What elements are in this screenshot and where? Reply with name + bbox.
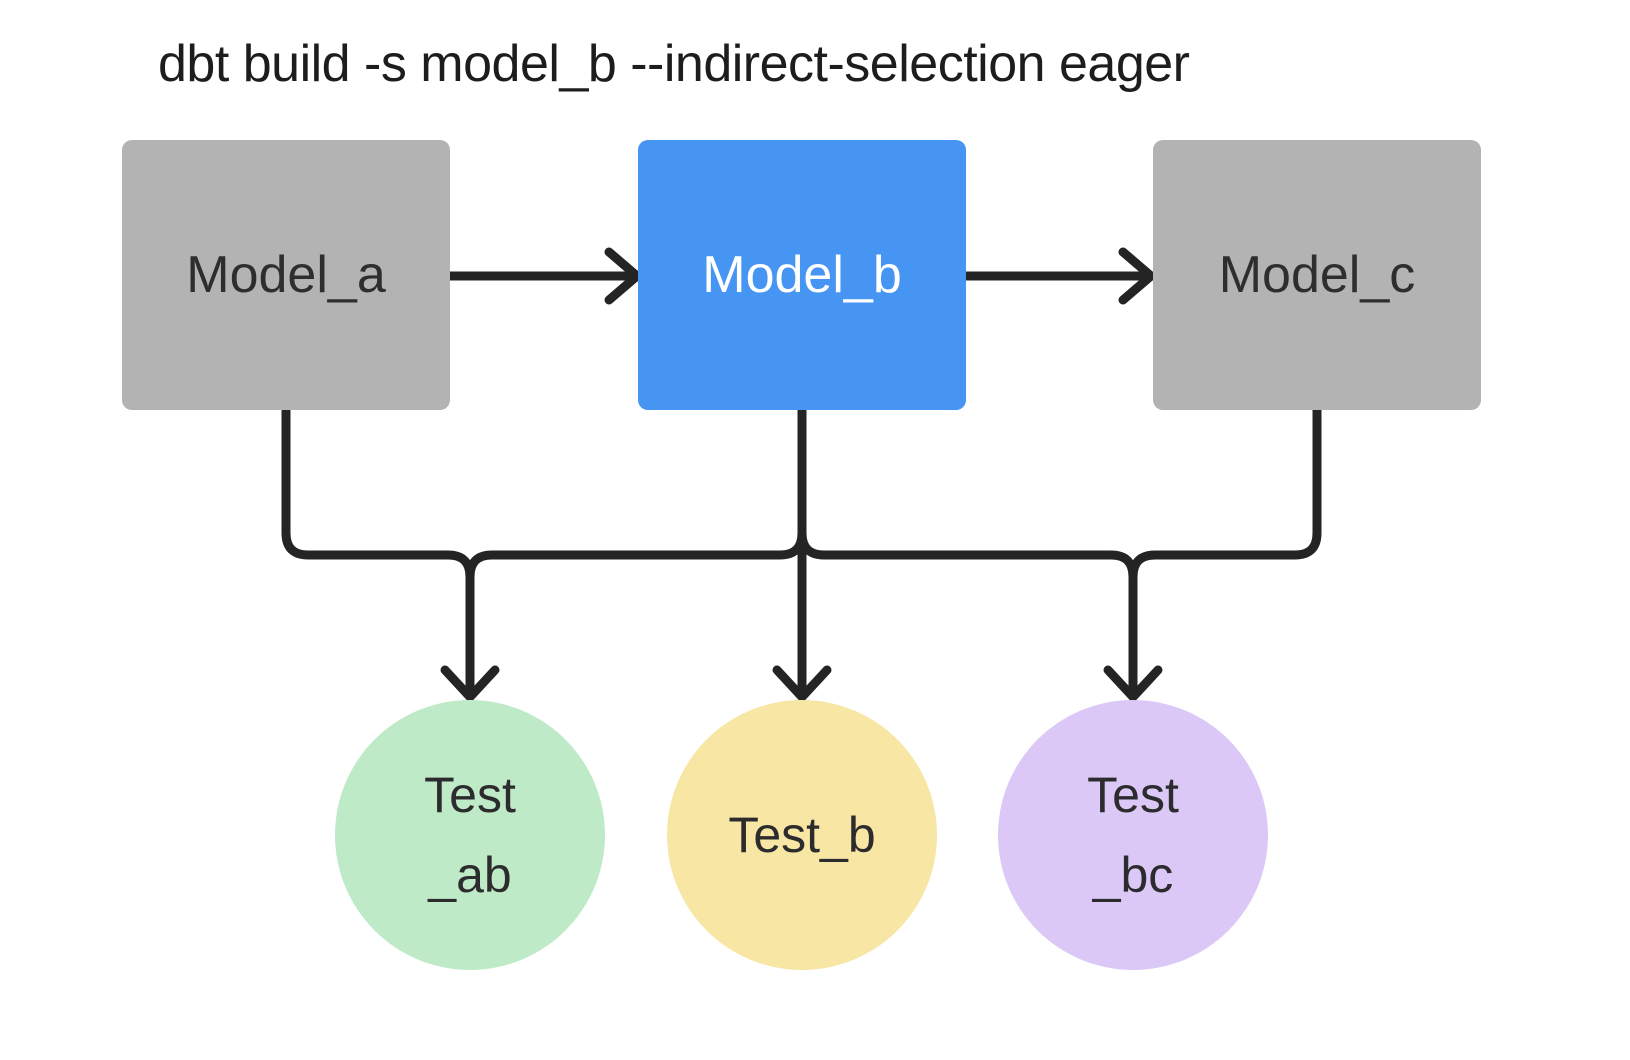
node-test-b-label: Test_b (728, 807, 876, 863)
connector-group (281, 247, 1322, 702)
arrowhead-test-ab-icon (440, 665, 500, 702)
node-test-bc-label-line1: Test (1087, 767, 1179, 823)
node-model-a: Model_a (122, 140, 450, 410)
diagram-title: dbt build -s model_b --indirect-selectio… (158, 35, 1190, 93)
arrowhead-model-b-icon (604, 247, 642, 305)
node-test-ab: Test _ab (335, 700, 605, 970)
arrowhead-model-c-icon (1118, 247, 1156, 305)
node-test-ab-label-line2: _ab (428, 847, 512, 903)
node-model-b-label: Model_b (702, 246, 902, 304)
node-test-bc: Test _bc (998, 700, 1268, 970)
node-test-bc-label-line2: _bc (1092, 847, 1174, 903)
arrowhead-test-b-icon (772, 665, 832, 702)
node-model-c-label: Model_c (1218, 246, 1416, 304)
edge-model-c-to-test-bc (1128, 405, 1322, 693)
node-model-b: Model_b (638, 140, 966, 410)
node-test-b: Test_b (667, 700, 937, 970)
arrowhead-test-bc-icon (1103, 665, 1163, 702)
node-model-a-label: Model_a (186, 246, 386, 304)
node-model-c: Model_c (1153, 140, 1481, 410)
edge-model-a-to-test-ab (281, 405, 475, 693)
edge-model-b-to-test-bc (797, 405, 1138, 693)
node-test-ab-label-line1: Test (424, 767, 516, 823)
edge-model-b-to-test-ab (465, 405, 807, 693)
